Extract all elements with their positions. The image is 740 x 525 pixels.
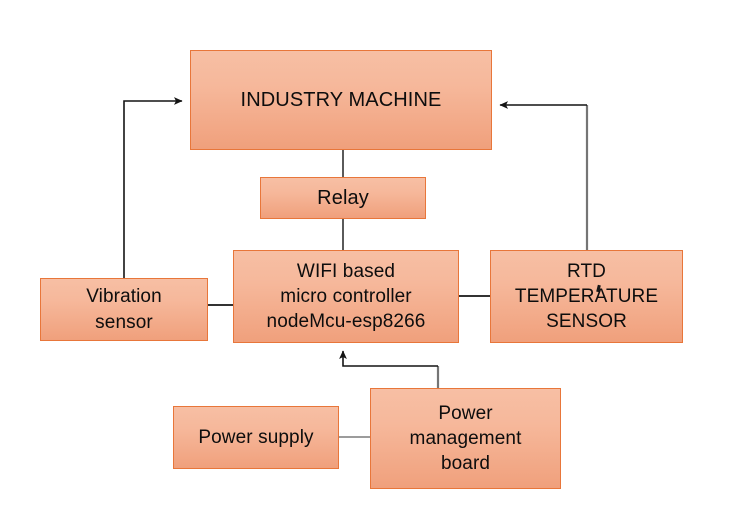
node-industry-machine-label: INDUSTRY MACHINE [240,88,442,111]
node-relay[interactable]: Relay [260,177,426,219]
node-vibration-sensor[interactable]: Vibration sensor [40,278,208,341]
connector-vibration-to-industry [123,97,183,278]
node-industry-machine[interactable]: INDUSTRY MACHINE [190,50,492,150]
node-power-management-board-label: Power management board [409,402,522,475]
node-power-management-board[interactable]: Power management board [370,388,561,489]
connector-pmboard-to-wifi [339,350,440,388]
node-relay-label: Relay [317,186,369,209]
node-power-supply-label: Power supply [198,426,314,448]
node-rtd-temperature-sensor-label: RTD TEMPERATURE SENSOR [514,260,659,333]
connector-rtd-to-industry [499,101,589,250]
node-vibration-sensor-label: Vibration sensor [86,286,162,333]
node-wifi-microcontroller-label: WIFI based micro controller nodeMcu-esp8… [266,260,426,333]
node-power-supply[interactable]: Power supply [173,406,339,469]
node-rtd-temperature-sensor[interactable]: RTD TEMPERATURE SENSOR [490,250,683,343]
node-wifi-microcontroller[interactable]: WIFI based micro controller nodeMcu-esp8… [233,250,459,343]
